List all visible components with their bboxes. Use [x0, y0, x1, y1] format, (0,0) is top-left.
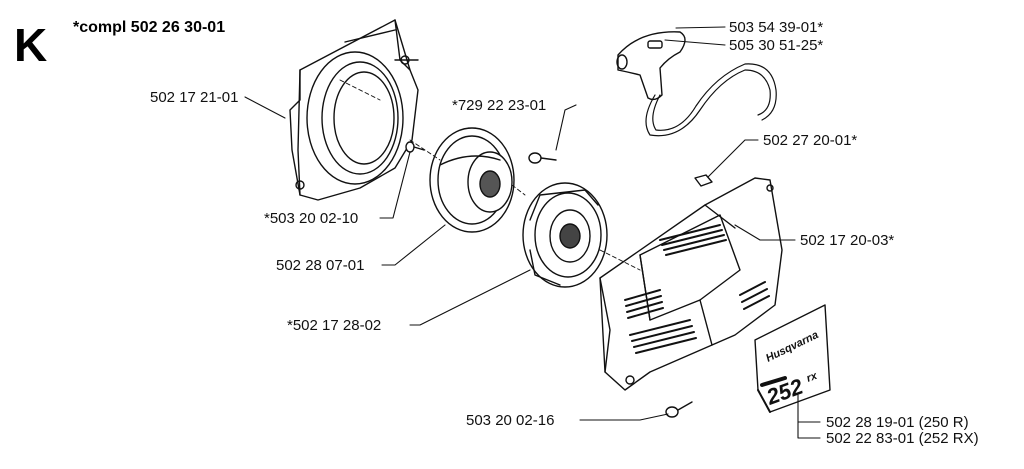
section-letter: K [14, 19, 48, 71]
label-cord: 505 30 51-25* [729, 37, 824, 54]
starter-cover-part [599, 177, 783, 391]
screw-small-part [405, 141, 425, 153]
label-fan-housing: 502 17 21-01 [150, 89, 239, 106]
label-pulley: 502 28 07-01 [276, 257, 365, 274]
decal-suffix-text: rx [805, 370, 820, 385]
leader-lines [244, 26, 821, 439]
handle-part [616, 31, 686, 101]
label-nut: 502 27 20-01* [763, 132, 858, 149]
label-pulley-screw: *729 22 23-01 [452, 97, 547, 114]
label-handle: 503 54 39-01* [729, 19, 824, 36]
fan-housing-part [289, 19, 419, 201]
label-screw-small: *503 20 02-10 [264, 210, 359, 227]
label-decal-250: 502 28 19-01 (250 R) [826, 414, 969, 431]
pulley-part [429, 127, 515, 233]
pulley-screw-part [528, 152, 557, 164]
label-spring-housing: *502 17 28-02 [287, 317, 382, 334]
spring-housing-part [522, 182, 608, 288]
screw-bottom-part [665, 401, 693, 418]
decal-part [754, 304, 831, 413]
label-cover: 502 17 20-03* [800, 232, 895, 249]
nut-part [694, 174, 713, 187]
assembly-number: *compl 502 26 30-01 [73, 19, 226, 36]
label-decal-252: 502 22 83-01 (252 RX) [826, 430, 979, 447]
label-screw-bottom: 503 20 02-16 [466, 412, 555, 429]
cord-part [645, 63, 777, 137]
